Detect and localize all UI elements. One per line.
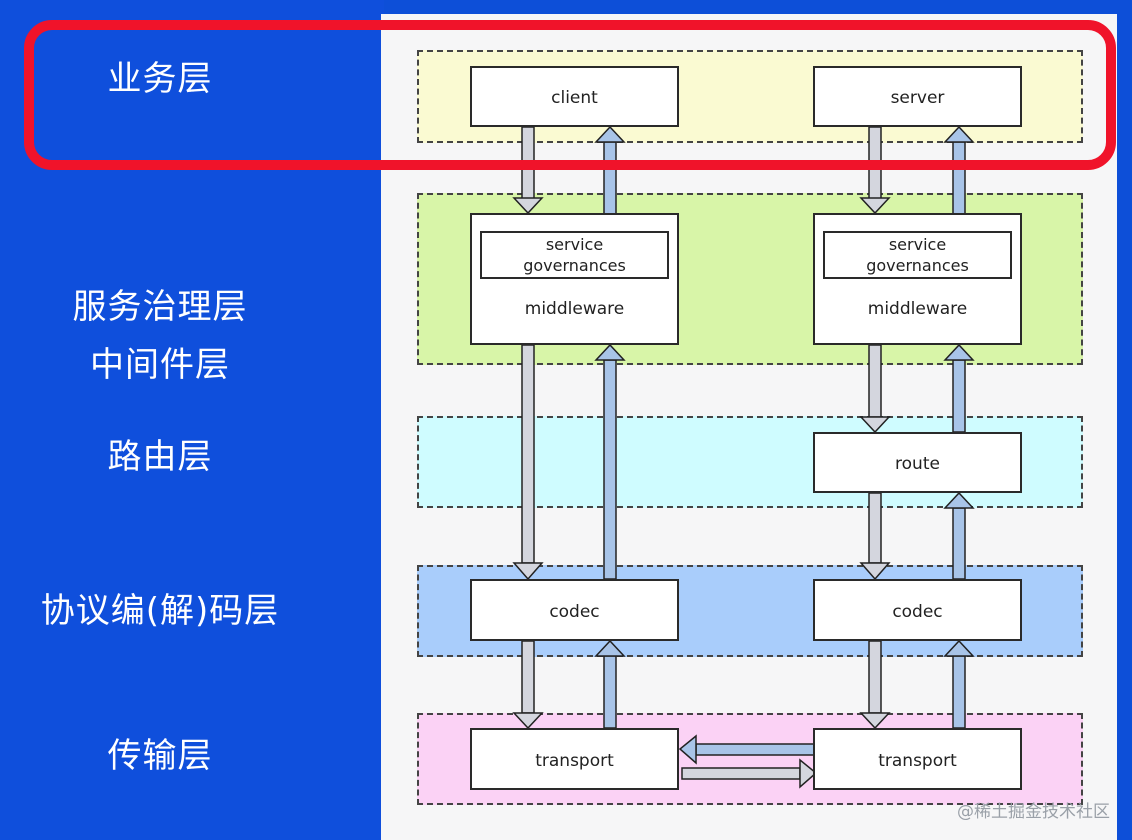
server-label: server: [890, 88, 945, 108]
layer-label-panel: 业务层 服务治理层 中间件层 路由层 协议编(解)码层 传输层: [0, 0, 384, 840]
client-middleware-node: service governances middleware: [470, 213, 679, 345]
client-transport-label: transport: [535, 751, 614, 771]
server-service-governances-label: service governances: [866, 235, 969, 275]
client-codec-label: codec: [549, 602, 600, 622]
transport-link-arrows: [678, 734, 818, 789]
layer-label-governance-text: 服务治理层 中间件层: [72, 287, 248, 385]
server-codec-node: codec: [813, 579, 1022, 641]
server-transport-label: transport: [878, 751, 957, 771]
server-node: server: [813, 66, 1022, 127]
server-down-arrows: [859, 126, 891, 730]
business-layer-highlight: [24, 20, 1116, 170]
server-transport-node: transport: [813, 728, 1022, 790]
layer-label-business: 业务层: [107, 59, 213, 99]
server-service-governances-box: service governances: [823, 231, 1012, 279]
client-node: client: [470, 66, 679, 127]
client-codec-node: codec: [470, 579, 679, 641]
watermark: @稀土掘金技术社区: [957, 802, 1110, 822]
server-middleware-node: service governances middleware: [813, 213, 1022, 345]
client-service-governances-box: service governances: [480, 231, 669, 279]
client-service-governances-label: service governances: [523, 235, 626, 275]
client-middleware-label: middleware: [524, 299, 625, 319]
client-label: client: [551, 88, 598, 108]
layer-label-governance-middleware: 服务治理层 中间件层: [0, 220, 320, 394]
route-node: route: [813, 432, 1022, 493]
route-label: route: [895, 454, 940, 474]
server-codec-label: codec: [892, 602, 943, 622]
server-middleware-label: middleware: [867, 299, 968, 319]
client-transport-node: transport: [470, 728, 679, 790]
layer-label-transport: 传输层: [107, 736, 213, 776]
layer-label-route: 路由层: [107, 437, 213, 477]
layer-label-codec: 协议编(解)码层: [40, 591, 280, 631]
